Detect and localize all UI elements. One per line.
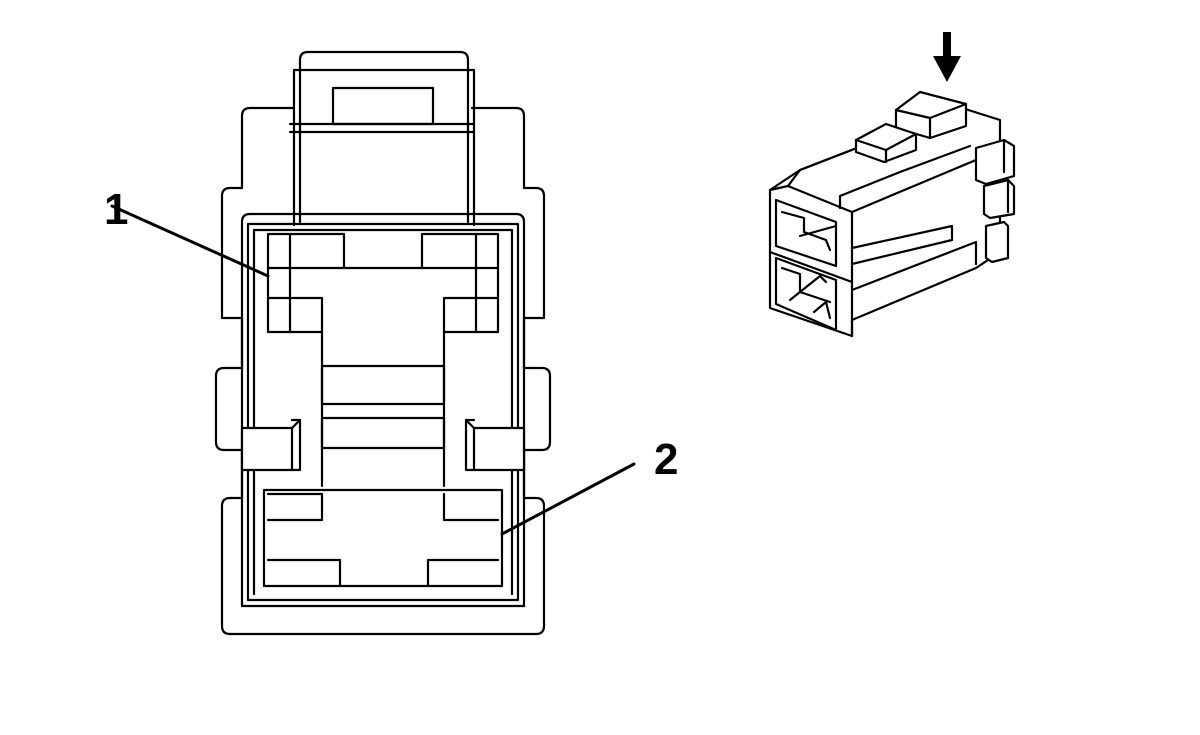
down-arrow-icon: [933, 32, 961, 82]
leader-line-1: [110, 204, 270, 278]
housing-outline: [214, 106, 552, 636]
terminal-cavity-1: [266, 232, 500, 334]
callout-label-1: 1: [104, 185, 128, 234]
leader-line-2: [500, 462, 636, 536]
connector-isometric-view: [768, 32, 1016, 338]
side-latches: [240, 418, 526, 472]
center-divider: [320, 330, 446, 488]
locking-tab: [288, 50, 476, 227]
callout-label-2: 2: [654, 435, 678, 484]
connector-front-view: 1 2: [104, 50, 678, 636]
terminal-cavity-2: [262, 488, 504, 588]
